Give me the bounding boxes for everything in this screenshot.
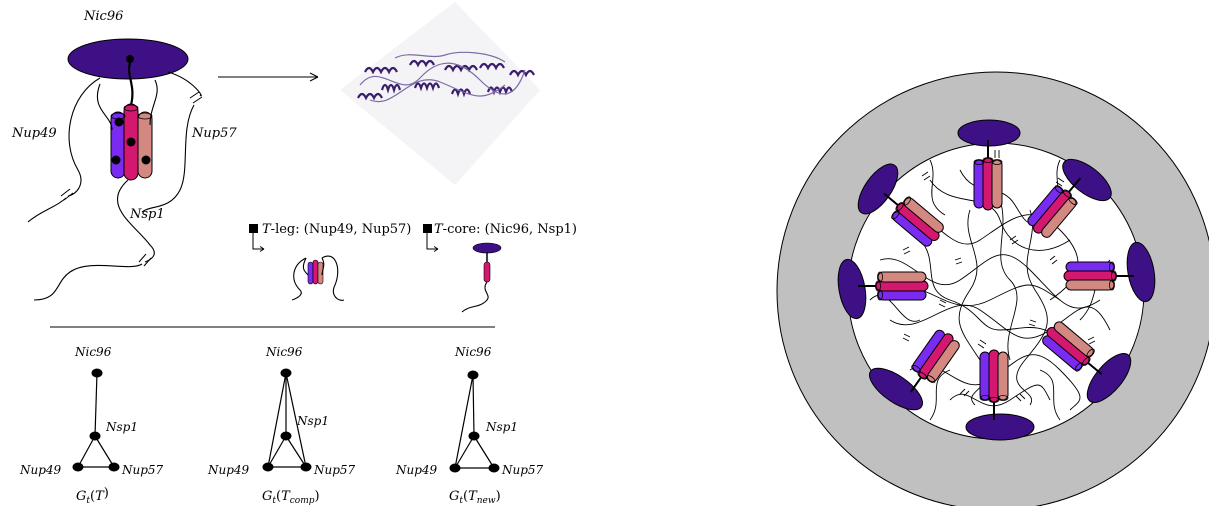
nic96-ellipse <box>1126 241 1156 303</box>
nic96-ellipse <box>965 413 1035 441</box>
graph-label-nic96: Nic96 <box>454 345 492 359</box>
graph-label-nup57: Nup57 <box>501 463 544 477</box>
t-core-marker <box>423 224 432 233</box>
protein-structure-image <box>340 2 540 185</box>
graph-label-nup49: Nup49 <box>395 463 438 477</box>
nic96-ellipse <box>1086 353 1132 403</box>
break-mark <box>60 188 71 197</box>
nic96-anchor-dot <box>126 55 134 63</box>
node-nup49 <box>449 463 461 473</box>
nsp1-cap <box>137 112 153 120</box>
node-nic96 <box>280 368 292 378</box>
graph-label-nup57: Nup57 <box>121 463 164 477</box>
contact-dot <box>111 155 121 165</box>
t-leg-marker <box>249 224 258 233</box>
node-nup57 <box>488 463 500 473</box>
nic96-ellipse <box>1062 158 1112 202</box>
graph-label-nup49: Nup49 <box>19 463 62 477</box>
graph-caption: Gt(Tcomp) <box>262 489 320 506</box>
node-nsp1 <box>468 431 480 441</box>
label-nic96: Nic96 <box>83 9 123 24</box>
t-core-label: T-core: (Nic96, Nsp1) <box>434 222 577 237</box>
graph-caption: Gt(T) <box>76 486 109 506</box>
node-nic96 <box>91 368 103 378</box>
break-mark <box>143 257 152 267</box>
contact-dot <box>126 137 136 147</box>
graph-label-nic96: Nic96 <box>74 345 112 359</box>
nic96-stalk <box>127 62 134 106</box>
node-nic96 <box>467 370 479 380</box>
graph-label-nic96: Nic96 <box>265 345 303 359</box>
nic96-ellipse <box>869 367 923 411</box>
graph-label-nup49: Nup49 <box>207 463 250 477</box>
nsp1-cap <box>123 104 139 112</box>
break-mark <box>192 96 203 104</box>
node-nup57 <box>108 462 120 472</box>
nup57-strand-lower <box>141 104 195 213</box>
arrow-head <box>433 246 439 252</box>
ring-nic96-set <box>837 119 1156 441</box>
t-leg-label: T-leg: (Nup49, Nup57) <box>262 222 411 237</box>
graph-label-nup57: Nup57 <box>313 463 356 477</box>
nsp1-tail-lower <box>33 263 143 301</box>
graph-label-nsp1: Nsp1 <box>296 414 329 428</box>
complex-illustration: Nic96 Nup49 Nup57 Nsp1 <box>11 9 319 301</box>
graph-caption: Gt(Tnew) <box>449 489 501 506</box>
label-nup49: Nup49 <box>11 126 57 141</box>
arrow-head <box>309 72 319 82</box>
node-nup49 <box>262 462 274 472</box>
t-leg-mini <box>291 255 345 301</box>
node-nup49 <box>72 462 84 472</box>
label-nsp1: Nsp1 <box>129 207 165 222</box>
contact-dot <box>114 117 124 127</box>
graph-label-nsp1: Nsp1 <box>485 420 518 434</box>
break-mark <box>189 91 200 99</box>
t-core-mini <box>461 242 502 313</box>
graph-g-t-new: Nic96 Nsp1 Nup49 Nup57 Gt(Tnew) <box>395 345 544 506</box>
mesh-break-marks <box>902 150 1097 402</box>
nup49-link <box>96 83 113 131</box>
break-mark <box>63 192 74 201</box>
node-nup57 <box>300 462 312 472</box>
node-nsp1 <box>280 431 292 441</box>
graph-label-nsp1: Nsp1 <box>105 420 138 434</box>
node-nsp1 <box>89 431 101 441</box>
t-leg-hook-arrow <box>252 233 264 250</box>
contact-dot <box>141 155 151 165</box>
pore-ring <box>776 71 1209 506</box>
t-leg-block: T-leg: (Nup49, Nup57) <box>249 222 411 301</box>
label-nup57: Nup57 <box>191 126 237 141</box>
graph-g-t: Nic96 Nsp1 Nup49 Nup57 Gt(T) <box>19 345 164 506</box>
nup57-strand <box>167 71 202 97</box>
nup57-link <box>149 79 158 126</box>
arrow-head <box>259 246 265 252</box>
t-core-block: T-core: (Nic96, Nsp1) <box>423 222 577 313</box>
break-mark <box>138 253 147 263</box>
graph-g-t-comp: Nic96 Nsp1 Nup49 Nup57 Gt(Tcomp) <box>207 345 356 506</box>
t-core-hook-arrow <box>426 233 438 250</box>
nup49-tail <box>27 197 67 223</box>
nup49-strand <box>67 77 101 197</box>
